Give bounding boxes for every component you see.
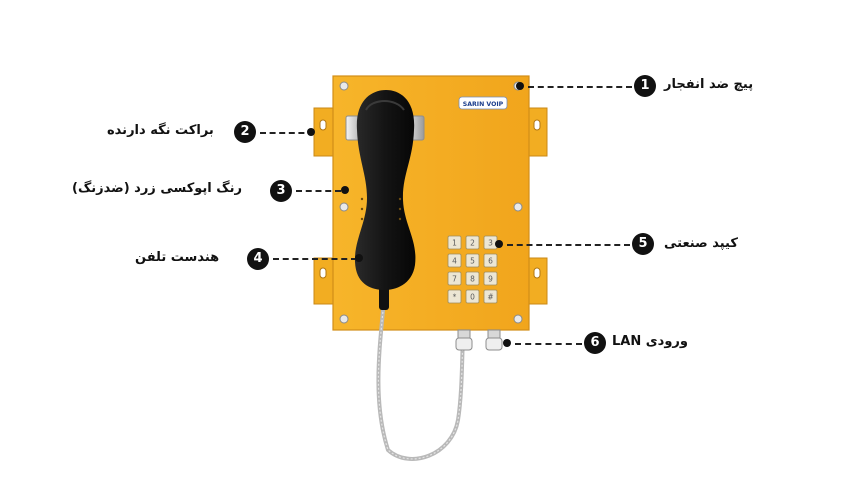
callout-4-label: هندست تلفن	[135, 250, 220, 265]
keypad-key-label: #	[487, 293, 493, 302]
keypad-key: 5	[465, 253, 480, 268]
keypad-key-label: 5	[470, 257, 475, 266]
keypad-key: 8	[465, 271, 480, 286]
keypad-key: #	[483, 289, 498, 304]
callout-4-anchor	[355, 254, 363, 262]
callout-4-leader	[273, 258, 357, 260]
callout-4-number: 4	[247, 248, 269, 270]
handset	[354, 90, 416, 290]
keypad-key-label: *	[453, 293, 457, 302]
callout-5-number: 5	[632, 233, 654, 255]
callout-2-anchor	[307, 128, 315, 136]
callout-5-leader	[507, 244, 630, 246]
screw	[339, 314, 349, 324]
cable-gland-left	[455, 329, 473, 351]
callout-3-anchor	[341, 186, 349, 194]
callout-3-leader	[296, 190, 341, 192]
screw	[513, 202, 523, 212]
keypad-key-label: 7	[452, 275, 457, 284]
keypad-key-label: 3	[488, 239, 493, 248]
callout-6-anchor	[503, 339, 511, 347]
callout-1-number: 1	[634, 75, 656, 97]
speaker-grille	[360, 197, 402, 221]
brand-label: SARIN VOIP	[463, 101, 504, 108]
cord-boot	[379, 284, 389, 310]
screw	[339, 202, 349, 212]
callout-5-anchor	[495, 240, 503, 248]
armored-cord	[376, 298, 465, 461]
screw	[339, 81, 349, 91]
keypad-key-label: 6	[488, 257, 493, 266]
industrial-keypad: 1 2 3 4 5 6 7 8 9 * 0 #	[447, 235, 498, 304]
brand-plate	[458, 96, 508, 110]
keypad-key-label: 2	[470, 239, 475, 248]
callout-1-anchor	[516, 82, 524, 90]
callout-1-leader	[528, 86, 632, 88]
explosion-proof-screws	[339, 81, 523, 324]
keypad-key: 1	[447, 235, 462, 250]
keypad-key: 0	[465, 289, 480, 304]
keypad-key: *	[447, 289, 462, 304]
mounting-bracket-left-top	[313, 107, 335, 157]
keypad-key: 2	[465, 235, 480, 250]
keypad-key-label: 8	[470, 275, 475, 284]
keypad-key-label: 1	[452, 239, 457, 248]
callout-3-label: رنگ اپوکسی زرد (ضدزنگ)	[72, 181, 242, 196]
callout-2-number: 2	[234, 121, 256, 143]
keypad-key-label: 9	[488, 275, 493, 284]
keypad-key-label: 4	[452, 257, 457, 266]
mounting-bracket-right-bottom	[526, 257, 548, 305]
screw	[513, 314, 523, 324]
keypad-key-label: 0	[470, 293, 475, 302]
keypad-key: 9	[483, 271, 498, 286]
callout-6-leader	[515, 343, 582, 345]
callout-2-leader	[260, 132, 314, 134]
callout-1-label: پیچ ضد انفجار	[664, 77, 754, 92]
callout-3-number: 3	[270, 180, 292, 202]
keypad-key: 6	[483, 253, 498, 268]
keypad-key: 7	[447, 271, 462, 286]
callout-2-label: براکت نگه دارنده	[107, 123, 214, 138]
mounting-bracket-right-top	[526, 107, 548, 157]
callout-6-label: ورودی LAN	[612, 334, 688, 349]
callout-5-label: کیپد صنعتی	[664, 236, 738, 251]
callout-6-number: 6	[584, 332, 606, 354]
keypad-key: 4	[447, 253, 462, 268]
mounting-bracket-left-bottom	[313, 257, 335, 305]
cable-gland-right	[485, 329, 503, 351]
